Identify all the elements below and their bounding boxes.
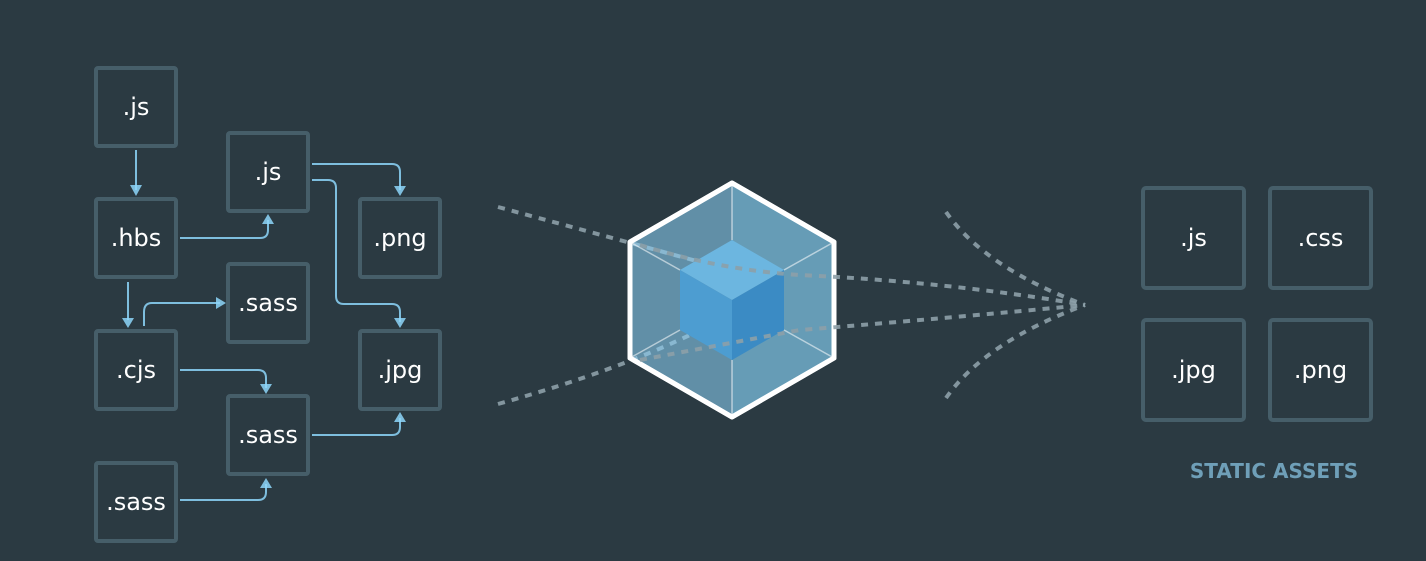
asset-label: .png: [1294, 356, 1347, 384]
link-js-to-jpg: [312, 179, 401, 322]
static-assets-caption: STATIC ASSETS: [1190, 459, 1358, 483]
module-box: .sass: [94, 461, 178, 543]
module-frame: [94, 329, 178, 411]
module-frame: [226, 394, 310, 476]
flow-line: [497, 328, 701, 406]
module-label: .hbs: [111, 224, 162, 252]
arrowhead: [394, 186, 406, 196]
link-cjs-to-sass-lower: [180, 369, 267, 388]
cube-logo-icon: [627, 180, 837, 420]
module-box: .sass: [226, 394, 310, 476]
arrowhead: [394, 318, 406, 328]
link-sass-to-sass: [180, 484, 267, 501]
cube-inner-left: [680, 270, 732, 360]
link-hbs-to-js: [180, 220, 269, 239]
arrowhead: [260, 478, 272, 488]
asset-frame: [1141, 318, 1246, 422]
arrowhead: [262, 214, 274, 224]
flow-line: [639, 303, 1086, 362]
asset-frame: [1141, 186, 1246, 290]
source-modules: .js .hbs .cjs .sass .js .sass .sass .png .jpg: [94, 66, 442, 543]
dependency-links: [122, 150, 406, 501]
asset-label: .css: [1298, 224, 1344, 252]
module-frame: [94, 66, 178, 148]
module-box: .js: [94, 66, 178, 148]
module-frame: [358, 197, 442, 279]
flow-line: [944, 210, 1086, 307]
cube-edges: [629, 183, 835, 417]
asset-label: .js: [1180, 224, 1207, 252]
module-label: .sass: [106, 488, 166, 516]
arrowhead: [216, 297, 226, 309]
module-box: .png: [358, 197, 442, 279]
module-box: .js: [226, 131, 310, 213]
asset-box: .jpg: [1141, 318, 1246, 422]
module-frame: [94, 197, 178, 279]
static-assets: .js .css .jpg .png: [1141, 186, 1373, 422]
asset-frame: [1268, 186, 1373, 290]
module-frame: [226, 131, 310, 213]
link-js-to-png: [312, 163, 401, 190]
module-label: .jpg: [378, 356, 423, 384]
asset-label: .jpg: [1171, 356, 1216, 384]
arrowhead: [122, 318, 134, 328]
module-frame: [358, 329, 442, 411]
module-label: .cjs: [116, 356, 156, 384]
module-box: .hbs: [94, 197, 178, 279]
flow-line: [639, 243, 1086, 307]
module-label: .sass: [238, 289, 298, 317]
arrowhead: [394, 412, 406, 422]
module-frame: [226, 262, 310, 344]
output-flow-lines: [944, 210, 1086, 400]
arrowhead: [130, 185, 142, 196]
module-label: .png: [373, 224, 426, 252]
link-sass-to-jpg: [312, 418, 401, 436]
module-label: .js: [123, 93, 150, 121]
asset-box: .css: [1268, 186, 1373, 290]
arrowhead: [260, 384, 272, 394]
module-frame: [94, 461, 178, 543]
module-box: .sass: [226, 262, 310, 344]
link-cjs-to-sass: [143, 302, 220, 326]
module-box: .cjs: [94, 329, 178, 411]
module-label: .js: [255, 158, 282, 186]
cube-inner-right: [732, 270, 784, 360]
asset-box: .png: [1268, 318, 1373, 422]
asset-box: .js: [1141, 186, 1246, 290]
cube-outer-border: [627, 180, 837, 420]
flow-line: [944, 303, 1086, 400]
module-label: .sass: [238, 421, 298, 449]
through-flow-lines: [639, 243, 1086, 362]
asset-frame: [1268, 318, 1373, 422]
module-box: .jpg: [358, 329, 442, 411]
